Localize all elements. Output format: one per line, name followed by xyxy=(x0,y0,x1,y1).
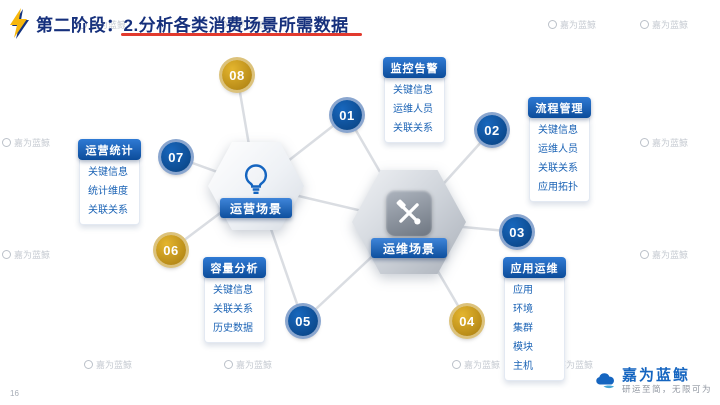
watermark: 嘉为蓝鲸 xyxy=(640,248,688,261)
panel-item: 主机 xyxy=(513,361,533,372)
cloud-whale-icon xyxy=(596,372,614,388)
title-row: 第二阶段：2.分析各类消费场景所需数据 xyxy=(8,8,349,40)
watermark-logo-icon xyxy=(224,360,233,369)
node-01: 01 xyxy=(332,100,362,130)
node-01-number: 01 xyxy=(339,107,355,123)
hexagon-label-operation: 运营场景 xyxy=(220,198,292,218)
panel-capacity-analysis-title: 容量分析 xyxy=(203,257,266,278)
panel-item: 应用 xyxy=(513,285,533,296)
watermark-text: 嘉为蓝鲸 xyxy=(560,20,597,30)
panel-item: 应用拓扑 xyxy=(538,182,578,193)
watermark-logo-icon xyxy=(640,138,649,147)
watermark-logo-icon xyxy=(2,250,11,259)
watermark-text: 嘉为蓝鲸 xyxy=(14,138,51,148)
node-06-number: 06 xyxy=(163,242,179,258)
node-02: 02 xyxy=(477,115,507,145)
watermark-text: 嘉为蓝鲸 xyxy=(90,20,127,30)
panel-item: 模块 xyxy=(513,342,533,353)
crossed-tools-icon xyxy=(396,199,421,225)
footer-logo: 嘉为蓝鲸 研运至简，无限可为 xyxy=(593,367,712,395)
watermark-logo-icon xyxy=(548,20,557,29)
node-04: 04 xyxy=(452,306,482,336)
footer-brand: 嘉为蓝鲸 xyxy=(621,367,690,384)
watermark-logo-icon xyxy=(2,138,11,147)
panel-item: 环境 xyxy=(513,304,533,315)
node-08: 08 xyxy=(222,60,252,90)
watermark: 嘉为蓝鲸 xyxy=(2,248,50,261)
panel-item: 关联关系 xyxy=(393,123,433,134)
panel-item: 运维人员 xyxy=(538,144,578,155)
watermark: 嘉为蓝鲸 xyxy=(224,358,272,371)
panel-item: 关联关系 xyxy=(538,163,578,174)
hexagon-label-om: 运维场景 xyxy=(371,238,447,258)
node-03: 03 xyxy=(502,217,532,247)
panel-app-ops-title: 应用运维 xyxy=(503,257,566,278)
node-06: 06 xyxy=(156,235,186,265)
panel-item: 关联关系 xyxy=(213,304,253,315)
watermark-text: 嘉为蓝鲸 xyxy=(230,20,267,30)
panel-process-mgmt: 流程管理 关键信息 运维人员 关联关系 应用拓扑 xyxy=(528,97,591,202)
title-underline xyxy=(121,33,362,36)
hexagon-om-scene xyxy=(352,170,466,274)
watermark-logo-icon xyxy=(640,250,649,259)
watermark-text: 嘉为蓝鲸 xyxy=(236,360,273,370)
watermark: 嘉为蓝鲸 xyxy=(640,18,688,31)
panel-item: 关联关系 xyxy=(88,205,128,216)
watermark-text: 嘉为蓝鲸 xyxy=(557,360,594,370)
node-02-number: 02 xyxy=(484,122,500,138)
panel-operation-stats-title: 运营统计 xyxy=(78,139,141,160)
page-number: 16 xyxy=(10,389,19,398)
node-08-number: 08 xyxy=(229,67,245,83)
watermark-text: 嘉为蓝鲸 xyxy=(652,250,689,260)
watermark-logo-icon xyxy=(452,360,461,369)
panel-monitor-alert: 监控告警 关键信息 运维人员 关联关系 xyxy=(383,57,446,143)
watermark-logo-icon xyxy=(78,20,87,29)
watermark-text: 嘉为蓝鲸 xyxy=(652,138,689,148)
footer-slogan: 研运至简，无限可为 xyxy=(621,384,712,394)
watermark-logo-icon xyxy=(218,20,227,29)
node-03-number: 03 xyxy=(509,224,525,240)
watermark-text: 嘉为蓝鲸 xyxy=(96,360,133,370)
node-07-number: 07 xyxy=(168,149,184,165)
lightbulb-icon xyxy=(244,164,268,195)
panel-app-ops: 应用运维 应用 环境 集群 模块 主机 xyxy=(503,257,566,381)
page-title: 第二阶段：2.分析各类消费场景所需数据 xyxy=(36,8,349,36)
watermark-logo-icon xyxy=(84,360,93,369)
node-07: 07 xyxy=(161,142,191,172)
panel-capacity-analysis: 容量分析 关键信息 关联关系 历史数据 xyxy=(203,257,266,343)
panel-item: 集群 xyxy=(513,323,533,334)
node-05: 05 xyxy=(288,306,318,336)
watermark: 嘉为蓝鲸 xyxy=(2,136,50,149)
title-main: 2.分析各类消费场景所需数据 xyxy=(123,16,349,35)
title-prefix: 第二阶段： xyxy=(36,16,124,35)
panel-item: 关键信息 xyxy=(538,125,578,136)
node-05-number: 05 xyxy=(295,313,311,329)
watermark: 嘉为蓝鲸 xyxy=(84,358,132,371)
panel-monitor-alert-title: 监控告警 xyxy=(383,57,446,78)
watermark-text: 嘉为蓝鲸 xyxy=(652,20,689,30)
watermark: 嘉为蓝鲸 xyxy=(218,18,266,31)
panel-item: 关键信息 xyxy=(393,85,433,96)
watermark-logo-icon xyxy=(640,20,649,29)
watermark: 嘉为蓝鲸 xyxy=(548,18,596,31)
watermark: 嘉为蓝鲸 xyxy=(452,358,500,371)
lightning-icon xyxy=(10,8,29,39)
panel-item: 统计维度 xyxy=(88,186,128,197)
panel-item: 关键信息 xyxy=(213,285,253,296)
panel-item: 运维人员 xyxy=(393,104,433,115)
watermark-text: 嘉为蓝鲸 xyxy=(464,360,501,370)
tool-plate xyxy=(386,190,432,236)
node-04-number: 04 xyxy=(459,313,475,329)
panel-operation-stats: 运营统计 关键信息 统计维度 关联关系 xyxy=(78,139,141,225)
panel-item: 关键信息 xyxy=(88,167,128,178)
panel-item: 历史数据 xyxy=(213,323,253,334)
watermark: 嘉为蓝鲸 xyxy=(640,136,688,149)
watermark-text: 嘉为蓝鲸 xyxy=(14,250,51,260)
panel-process-mgmt-title: 流程管理 xyxy=(528,97,591,118)
watermark: 嘉为蓝鲸 xyxy=(78,18,126,31)
